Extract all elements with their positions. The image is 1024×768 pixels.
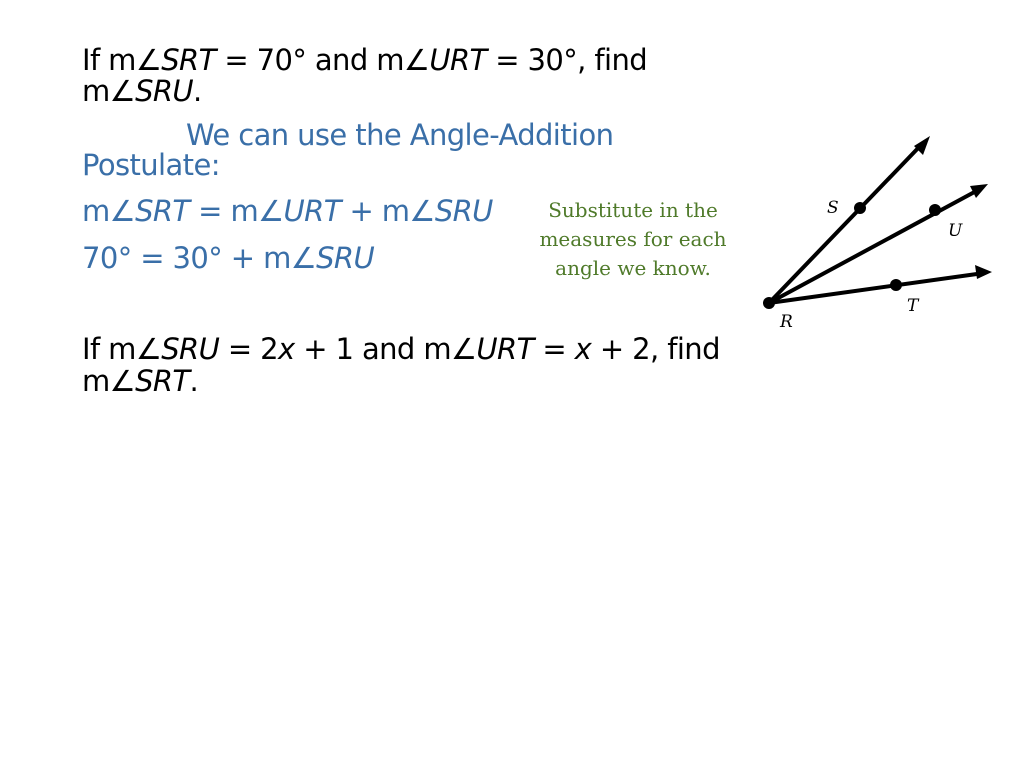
angle-sru: SRU — [135, 74, 194, 108]
problem2-text: m∠ — [82, 364, 136, 398]
problem1-text: m∠ — [82, 74, 136, 108]
problem1-text: = 70° and m∠ — [215, 43, 430, 77]
arrowhead-icon — [914, 136, 930, 155]
problem1-text: If m∠ — [82, 43, 162, 77]
substitute-note: Substitute in the measures for each angl… — [522, 196, 744, 283]
problem2-line1: If m∠SRU = 2x + 1 and m∠URT = x + 2, fin… — [82, 332, 721, 366]
problem2-text: + 1 and m∠ — [294, 332, 477, 366]
equation-text: 70° = 30° + m∠ — [82, 241, 317, 275]
label-r: R — [779, 312, 793, 332]
ray-rt — [768, 271, 985, 305]
angle-srt: SRT — [135, 364, 190, 398]
label-t: T — [907, 296, 920, 316]
angle-sru: SRU — [161, 332, 220, 366]
equation-text: m∠ — [82, 194, 136, 228]
variable-x: x — [574, 332, 592, 366]
angle-urt: URT — [283, 194, 342, 228]
equation-text: = m∠ — [189, 194, 284, 228]
solution-equation-2: 70° = 30° + m∠SRU — [82, 241, 375, 275]
note-line: Substitute in the — [548, 198, 718, 222]
arrowhead-icon — [970, 184, 988, 198]
problem1-line1: If m∠SRT = 70° and m∠URT = 30°, find — [82, 43, 648, 77]
point-r — [763, 297, 775, 309]
ray-ru — [768, 187, 981, 305]
label-u: U — [948, 221, 963, 241]
angle-srt: SRT — [161, 43, 216, 77]
point-t — [890, 279, 902, 291]
problem1-line2: m∠SRU. — [82, 76, 202, 106]
problem2-line2: m∠SRT. — [82, 364, 199, 398]
point-u — [929, 204, 941, 216]
equation-text: + m∠ — [340, 194, 435, 228]
angle-srt: SRT — [135, 194, 190, 228]
problem2-text: = — [533, 332, 575, 366]
solution-equation-1: m∠SRT = m∠URT + m∠SRU — [82, 196, 493, 226]
variable-x: x — [278, 332, 295, 366]
problem1-text: . — [193, 74, 202, 108]
angle-diagram: S U T R — [763, 136, 992, 332]
ray-rs — [767, 141, 925, 305]
point-s — [854, 202, 866, 214]
problem1-text: = 30°, find — [486, 43, 648, 77]
angle-sru: SRU — [434, 194, 494, 228]
angle-urt: URT — [476, 332, 534, 366]
angle-sru: SRU — [316, 241, 375, 275]
angle-urt: URT — [429, 43, 487, 77]
problem2-text: If m∠ — [82, 332, 162, 366]
solution-intro-line2: Postulate: — [82, 148, 220, 182]
arrowhead-icon — [975, 265, 992, 279]
problem2-text: + 2, find — [591, 332, 721, 366]
note-line: measures for each — [539, 227, 727, 251]
label-s: S — [827, 198, 839, 218]
note-line: angle we know. — [555, 256, 711, 280]
solution-intro-line1: We can use the Angle-Addition — [186, 118, 614, 152]
problem2-text: . — [189, 364, 199, 398]
problem2-text: = 2 — [219, 332, 279, 366]
